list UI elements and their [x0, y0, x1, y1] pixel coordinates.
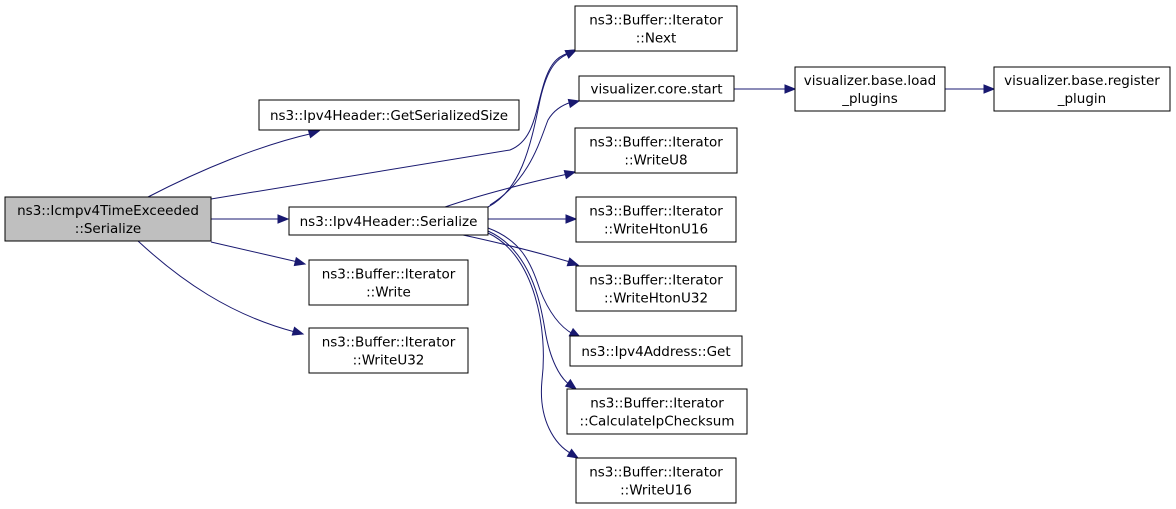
node-box[interactable]: [4, 196, 212, 242]
arrowhead-icon: [566, 448, 580, 459]
edge-root-to-getsize: [147, 129, 321, 198]
node-label: ::CalculateIpChecksum: [580, 414, 735, 430]
edge-line: [444, 173, 569, 208]
arrowhead-icon: [566, 257, 580, 267]
node-vstart[interactable]: visualizer.core.start: [578, 75, 735, 102]
edge-ipv4ser-to-writehton16: [488, 214, 578, 224]
node-label: visualizer.core.start: [590, 82, 722, 98]
node-box[interactable]: [308, 259, 469, 306]
edge-ipv4ser-to-vstart: [489, 98, 581, 206]
node-write[interactable]: ns3::Buffer::Iterator::Write: [308, 259, 469, 306]
node-box[interactable]: [574, 127, 738, 174]
node-label: visualizer.base.load: [804, 73, 936, 89]
arrowhead-icon: [291, 326, 305, 336]
node-label: ::WriteU32: [353, 353, 425, 369]
node-writeu8[interactable]: ns3::Buffer::Iterator::WriteU8: [574, 127, 738, 174]
edge-ipv4ser-to-addrget: [487, 227, 582, 338]
node-box[interactable]: [575, 265, 737, 312]
node-writeu32[interactable]: ns3::Buffer::Iterator::WriteU32: [308, 327, 469, 374]
node-label: ::WriteU8: [624, 153, 687, 169]
node-label: ns3::Buffer::Iterator: [589, 273, 723, 289]
node-label: ns3::Ipv4Address::Get: [581, 344, 730, 360]
node-label: _plugin: [1057, 91, 1107, 107]
node-ipv4ser[interactable]: ns3::Ipv4Header::Serialize: [288, 206, 489, 236]
node-writeu16[interactable]: ns3::Buffer::Iterator::WriteU16: [575, 457, 737, 504]
node-box[interactable]: [575, 196, 737, 243]
node-label: ns3::Ipv4Header::GetSerializedSize: [270, 108, 508, 124]
arrowhead-icon: [564, 378, 578, 390]
edge-vstart-to-loadplugins: [734, 84, 797, 94]
edge-line: [210, 241, 299, 263]
node-label: ns3::Buffer::Iterator: [589, 13, 723, 29]
node-box[interactable]: [308, 327, 469, 374]
arrowhead-icon: [564, 49, 578, 59]
arrowhead-icon: [307, 129, 321, 139]
node-label: ns3::Buffer::Iterator: [589, 135, 723, 151]
arrowhead-icon: [293, 256, 307, 267]
arrowhead-icon: [784, 84, 797, 94]
node-addrget[interactable]: ns3::Ipv4Address::Get: [569, 335, 743, 367]
arrowhead-icon: [563, 170, 577, 180]
edge-ipv4ser-to-checksum: [487, 230, 578, 390]
arrowhead-icon: [565, 214, 578, 224]
arrowhead-icon: [277, 214, 290, 224]
node-writehton32[interactable]: ns3::Buffer::Iterator::WriteHtonU32: [575, 265, 737, 312]
edge-line: [147, 132, 315, 198]
node-box[interactable]: [575, 457, 737, 504]
node-box[interactable]: [794, 66, 946, 112]
node-next[interactable]: ns3::Buffer::Iterator::Next: [574, 5, 738, 52]
edge-ipv4ser-to-writeu8: [444, 170, 577, 208]
arrowhead-icon: [983, 84, 996, 94]
node-label: ns3::Ipv4Header::Serialize: [300, 214, 478, 230]
node-label: ns3::Buffer::Iterator: [322, 335, 456, 351]
node-box[interactable]: [574, 5, 738, 52]
arrowhead-icon: [567, 98, 581, 109]
edge-line: [487, 230, 571, 386]
node-label: ns3::Buffer::Iterator: [322, 267, 456, 283]
node-regplugin[interactable]: visualizer.base.register _plugin: [993, 66, 1171, 112]
edge-root-to-write: [210, 241, 307, 267]
node-box[interactable]: [578, 75, 735, 102]
node-label: ::WriteU16: [620, 483, 692, 499]
node-label: _plugins: [841, 91, 898, 107]
node-box[interactable]: [258, 99, 520, 131]
edge-line: [487, 227, 574, 335]
edge-loadplugins-to-regplugin: [945, 84, 996, 94]
node-label: ns3::Icmpv4TimeExceeded: [17, 203, 199, 219]
node-label: ns3::Buffer::Iterator: [589, 204, 723, 220]
node-label: ns3::Buffer::Iterator: [590, 396, 724, 412]
node-box[interactable]: [288, 206, 489, 236]
node-box[interactable]: [569, 335, 743, 367]
node-label: ::Serialize: [75, 221, 141, 237]
edge-root-to-ipv4ser: [211, 214, 290, 224]
node-root[interactable]: ns3::Icmpv4TimeExceeded::Serialize: [4, 196, 212, 242]
node-label: ::Next: [636, 31, 677, 47]
node-box[interactable]: [566, 388, 748, 435]
edge-line: [210, 51, 573, 200]
edge-line: [487, 232, 573, 455]
node-label: ::Write: [366, 285, 411, 301]
node-label: ns3::Buffer::Iterator: [589, 465, 723, 481]
edge-line: [489, 101, 573, 206]
edge-line: [137, 240, 296, 333]
node-getsize[interactable]: ns3::Ipv4Header::GetSerializedSize: [258, 99, 520, 131]
node-loadplugins[interactable]: visualizer.base.load _plugins: [794, 66, 946, 112]
node-box[interactable]: [993, 66, 1171, 112]
node-label: ::WriteHtonU16: [604, 222, 708, 238]
edge-ipv4ser-to-writeu16: [487, 232, 580, 459]
edge-root-to-writeu32: [137, 240, 305, 336]
node-label: ::WriteHtonU32: [604, 291, 708, 307]
node-label: visualizer.base.register: [1004, 73, 1160, 89]
node-writehton16[interactable]: ns3::Buffer::Iterator::WriteHtonU16: [575, 196, 737, 243]
node-checksum[interactable]: ns3::Buffer::Iterator::CalculateIpChecks…: [566, 388, 748, 435]
